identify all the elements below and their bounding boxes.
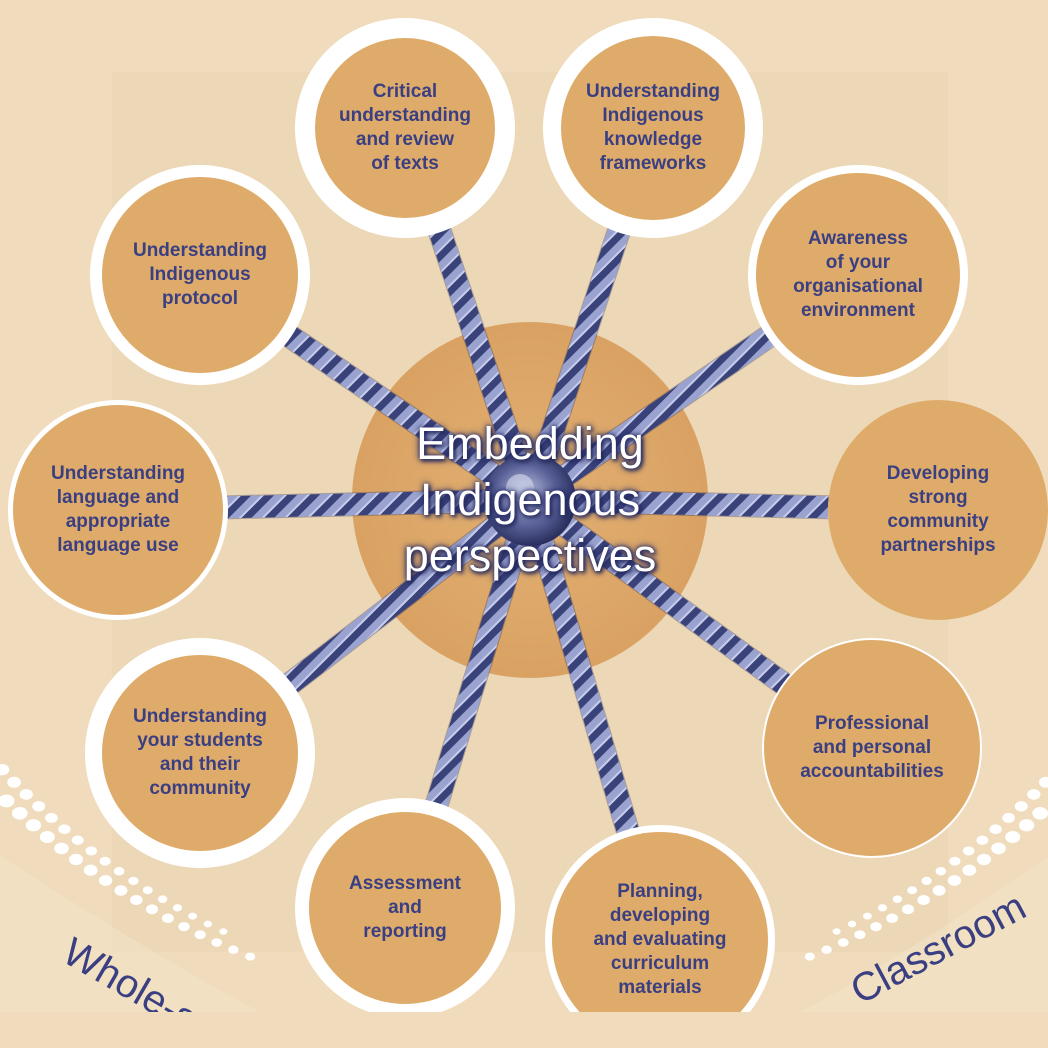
node-knowledge-frameworks [561,36,745,220]
whole-school-arc-dot [68,853,84,866]
classroom-arc-inner-dot [921,876,932,886]
classroom-arc-inner-dot [962,846,975,856]
classroom-arc-dot [821,945,832,954]
classroom-arc-dot [870,921,882,932]
whole-school-arc-inner-dot [0,764,10,776]
whole-school-arc-dot [211,938,223,947]
classroom-arc-inner-dot [989,824,1002,835]
rope-knot [484,454,576,546]
classroom-arc-dot [837,938,849,947]
classroom-arc-inner-dot [935,866,947,876]
classroom-arc-dot [976,853,992,866]
whole-school-arc-inner-dot [203,920,213,928]
node-students-community [102,655,298,851]
classroom-arc-inner-dot [877,904,888,912]
whole-school-arc-dot [114,885,128,896]
whole-school-arc-dot [54,842,69,855]
whole-school-arc-inner-dot [85,846,98,856]
whole-school-arc-inner-dot [128,876,139,886]
nodes [8,18,1048,1012]
whole-school-arc-dot [11,807,28,820]
classroom-arc-dot [932,885,946,896]
classroom-arc-dot [804,952,815,961]
classroom-arc-dot [1032,807,1048,820]
whole-school-arc-dot [0,794,15,808]
rope-protocol [261,313,541,511]
whole-school-arc-dot [25,819,42,832]
classroom-arc-inner-dot [949,856,961,866]
classroom-arc-inner-dot [976,835,989,845]
classroom-arc-dot [962,864,977,876]
classroom-arc-dot [947,875,962,886]
whole-school-arc-dot [145,904,159,915]
node-community-partnerships [828,400,1048,620]
whole-school-arc-inner-dot [113,866,125,876]
classroom-arc-inner-dot [907,886,918,895]
node-assessment-reporting [309,812,501,1004]
whole-school-arc-inner-dot [219,928,228,935]
whole-school-arc-dot [228,945,239,954]
whole-school-arc-inner-dot [172,904,183,912]
classroom-arc-inner-dot [832,928,841,935]
classroom-arc-inner-dot [892,895,903,904]
rope-accountabilities [519,489,804,702]
classroom-arc-inner-dot [1014,801,1028,812]
rope-knot-highlight [506,474,534,502]
classroom-arc-inner-dot [1002,812,1015,823]
classroom-arc-inner-dot [1027,789,1041,800]
node-protocol [102,177,298,373]
rope-assessment-reporting [419,489,541,837]
node-language-use [13,405,223,615]
node-curriculum-materials [552,832,768,1012]
rope-students-community [258,489,541,711]
whole-school-arc-inner-dot [157,895,168,904]
classroom-arc-dot [917,895,931,906]
rope-organisational-environment [519,316,794,511]
node-organisational-environment [756,173,960,377]
classroom-arc-dot [901,904,915,915]
whole-school-arc-inner-dot [32,801,46,812]
whole-school-arc-dot [39,831,55,843]
whole-school-arc-dot [98,875,113,886]
node-accountabilities [764,640,980,856]
whole-school-arc-dot [83,864,98,876]
whole-school-arc-inner-dot [188,912,197,920]
whole-school-arc-inner-dot [58,824,71,835]
rope-knowledge-frameworks [519,194,639,511]
whole-school-arc-inner-dot [99,856,111,866]
whole-school-arc-inner-dot [45,812,58,823]
whole-school-arc-band [0,855,260,1012]
whole-school-arc-dot [245,952,256,961]
classroom-arc-inner-dot [847,920,857,928]
node-critical-understanding [315,38,495,218]
rope-curriculum-materials [519,489,644,858]
classroom-arc-inner-dot [1039,776,1048,788]
rope-language-use [201,489,541,519]
whole-school-arc [0,855,260,1012]
whole-school-arc-dot [129,895,143,906]
ropes [201,192,850,858]
classroom-arc-dot [854,930,866,940]
whole-school-arc-inner-dot [142,886,153,895]
whole-school-arc-inner-dot [7,776,21,788]
classroom-arc [800,857,1048,1012]
classroom-arc-inner-dot [863,912,872,920]
rope-community-partnerships [519,489,850,519]
whole-school-arc-inner-dot [71,835,84,845]
classroom-arc-dot [1005,831,1021,843]
whole-school-arc-inner-dot [19,789,33,800]
classroom-arc-dot [991,842,1006,855]
classroom-arc-dot [886,913,899,923]
whole-school-arc-dot [178,921,190,932]
dotted-arcs [0,764,1048,961]
diagram-canvas: Whole-school Classroom [0,18,1048,1012]
rope-critical-understanding [419,192,541,511]
whole-school-arc-dot [194,930,206,940]
whole-school-arc-dot [161,913,174,923]
classroom-arc-band [800,857,1048,1012]
classroom-arc-dot [1018,819,1035,832]
